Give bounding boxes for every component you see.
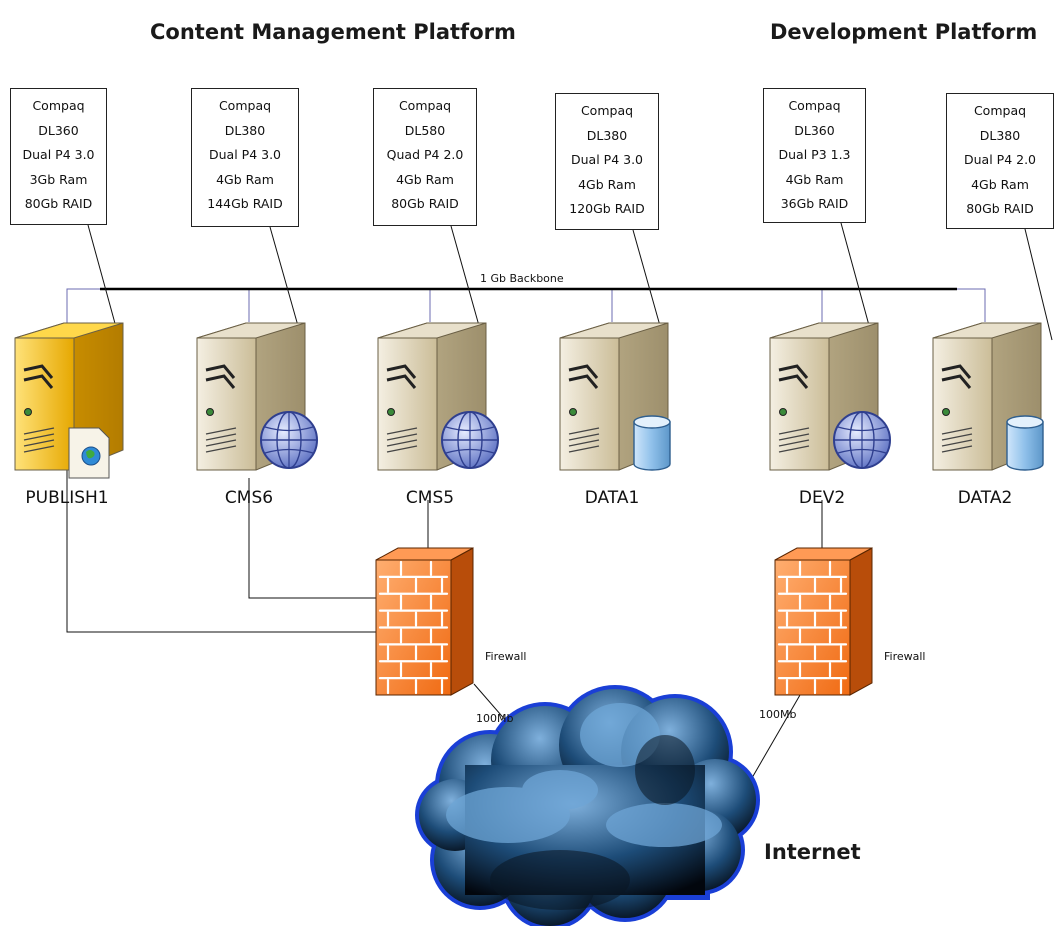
server-label: PUBLISH1 [25, 488, 109, 508]
server-label: DATA1 [584, 488, 640, 508]
server-vents [778, 364, 809, 389]
server-group [14, 322, 1044, 479]
server-vents [23, 364, 54, 389]
server-grille [23, 427, 55, 453]
spec-line: 120Gb RAID [569, 201, 645, 216]
spec-line: 80Gb RAID [966, 201, 1034, 216]
globe-icon [260, 411, 318, 469]
backbone-label: 1 Gb Backbone [480, 272, 564, 285]
spec-line: Compaq [973, 103, 1027, 118]
server-vents [941, 364, 972, 389]
spec-line: 4Gb Ram [216, 171, 274, 187]
spec-pointer-lines [87, 222, 1053, 341]
server-label: CMS6 [224, 488, 274, 508]
firewall-label: Firewall [884, 650, 926, 663]
spec-line: Compaq [398, 98, 452, 113]
spec-line: 4Gb Ram [785, 171, 844, 187]
server-grille [941, 427, 973, 453]
internet-label: Internet [764, 840, 861, 864]
server-icon [196, 322, 318, 471]
internet-cloud-icon [415, 685, 760, 926]
server-icon [932, 322, 1044, 471]
server-icon [769, 322, 891, 471]
spec-line: 80Gb RAID [391, 196, 459, 211]
spec-line: DL380 [979, 127, 1021, 143]
spec-line: DL360 [794, 122, 835, 138]
spec-line: 4Gb Ram [578, 176, 636, 192]
spec-line: 144Gb RAID [207, 196, 283, 211]
firewall-bricks [378, 560, 449, 695]
spec-line: Dual P4 3.0 [209, 147, 281, 162]
backbone-connectors [66, 288, 986, 323]
link-speed-label: 100Mb [759, 708, 797, 721]
spec-line: Dual P4 3.0 [22, 147, 95, 162]
database-icon [633, 415, 671, 471]
development-platform-title: Development Platform [770, 20, 1038, 44]
content-platform-title: Content Management Platform [150, 20, 516, 44]
server-icon [14, 322, 124, 479]
firewall-group [375, 547, 873, 696]
server-label: CMS5 [405, 488, 455, 508]
spec-line: Compaq [218, 98, 272, 113]
spec-line: 3Gb Ram [29, 171, 88, 187]
spec-line: Compaq [580, 103, 634, 118]
spec-line: DL380 [586, 127, 628, 143]
server-grille [778, 427, 810, 453]
globe-icon [441, 411, 499, 469]
spec-line: Quad P4 2.0 [386, 147, 464, 162]
server-grille [386, 427, 418, 453]
link-speed-label: 100Mb [476, 712, 514, 725]
server-vents [386, 364, 417, 389]
firewall-icon [774, 547, 873, 696]
spec-line: 80Gb RAID [24, 196, 93, 211]
spec-line: 36Gb RAID [780, 196, 849, 211]
spec-line: Dual P4 2.0 [964, 152, 1036, 167]
server-vents [568, 364, 599, 389]
spec-line: Dual P3 1.3 [778, 147, 851, 162]
spec-line: DL380 [224, 122, 266, 138]
server-label: DEV2 [798, 488, 846, 508]
spec-line: Compaq [32, 98, 85, 113]
spec-line: 4Gb Ram [971, 176, 1029, 192]
firewall-icon [375, 547, 474, 696]
server-label: DATA2 [957, 488, 1013, 508]
database-icon [1006, 415, 1044, 471]
firewall-label: Firewall [485, 650, 527, 663]
spec-line: Compaq [788, 98, 841, 113]
spec-line: DL360 [38, 122, 79, 138]
web-page-icon [68, 427, 110, 479]
spec-line: Dual P4 3.0 [571, 152, 643, 167]
server-grille [568, 427, 600, 453]
spec-line: 4Gb Ram [396, 171, 454, 187]
server-grille [205, 427, 237, 453]
firewall-bricks [777, 560, 848, 695]
spec-line: DL580 [404, 122, 446, 138]
server-vents [205, 364, 236, 389]
server-icon [377, 322, 499, 471]
server-icon [559, 322, 671, 471]
globe-icon [833, 411, 891, 469]
